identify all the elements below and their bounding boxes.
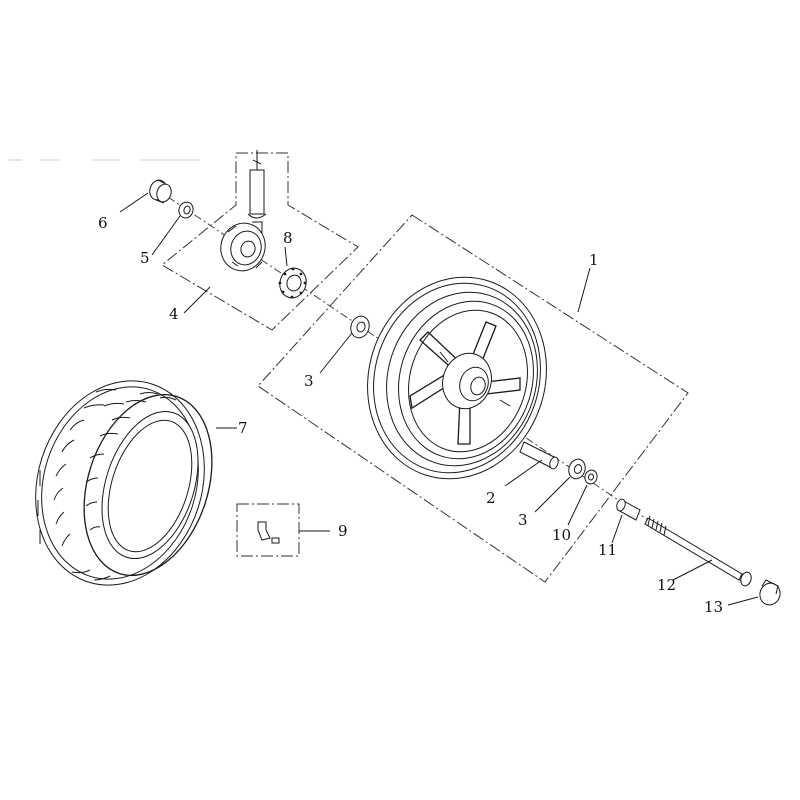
bearing-right-part bbox=[568, 458, 586, 480]
bearing-left-part bbox=[350, 315, 370, 339]
valve-group-boundary bbox=[236, 503, 300, 557]
callout-3-right: 3 bbox=[518, 511, 528, 529]
wheel-group-boundary bbox=[257, 214, 689, 583]
callout-4: 4 bbox=[169, 305, 179, 323]
valve-part bbox=[257, 521, 280, 544]
callout-1: 1 bbox=[589, 251, 599, 269]
axle-part bbox=[644, 515, 752, 587]
spacer-part bbox=[519, 441, 559, 470]
speedo-gearbox-part bbox=[220, 150, 267, 272]
callout-2: 2 bbox=[486, 489, 496, 507]
tire-part bbox=[35, 380, 213, 586]
callout-11: 11 bbox=[598, 541, 617, 559]
collar-part bbox=[149, 179, 172, 204]
axle-nut-part bbox=[759, 579, 781, 606]
nut-part bbox=[178, 201, 194, 219]
wheel-rim-part bbox=[367, 276, 547, 480]
speedo-drive-ring-part bbox=[278, 267, 307, 299]
callout-9: 9 bbox=[338, 522, 348, 540]
callout-8: 8 bbox=[283, 229, 293, 247]
callout-5: 5 bbox=[140, 249, 150, 267]
callout-12: 12 bbox=[657, 576, 676, 594]
leader-lines bbox=[119, 192, 759, 606]
callout-7: 7 bbox=[238, 419, 248, 437]
callout-6: 6 bbox=[98, 214, 108, 232]
washer-part bbox=[584, 469, 598, 485]
axle-collar-part bbox=[616, 498, 641, 521]
callout-3-left: 3 bbox=[304, 372, 314, 390]
speedo-group-boundary bbox=[161, 152, 359, 331]
callout-10: 10 bbox=[552, 526, 571, 544]
callout-13: 13 bbox=[704, 598, 723, 616]
